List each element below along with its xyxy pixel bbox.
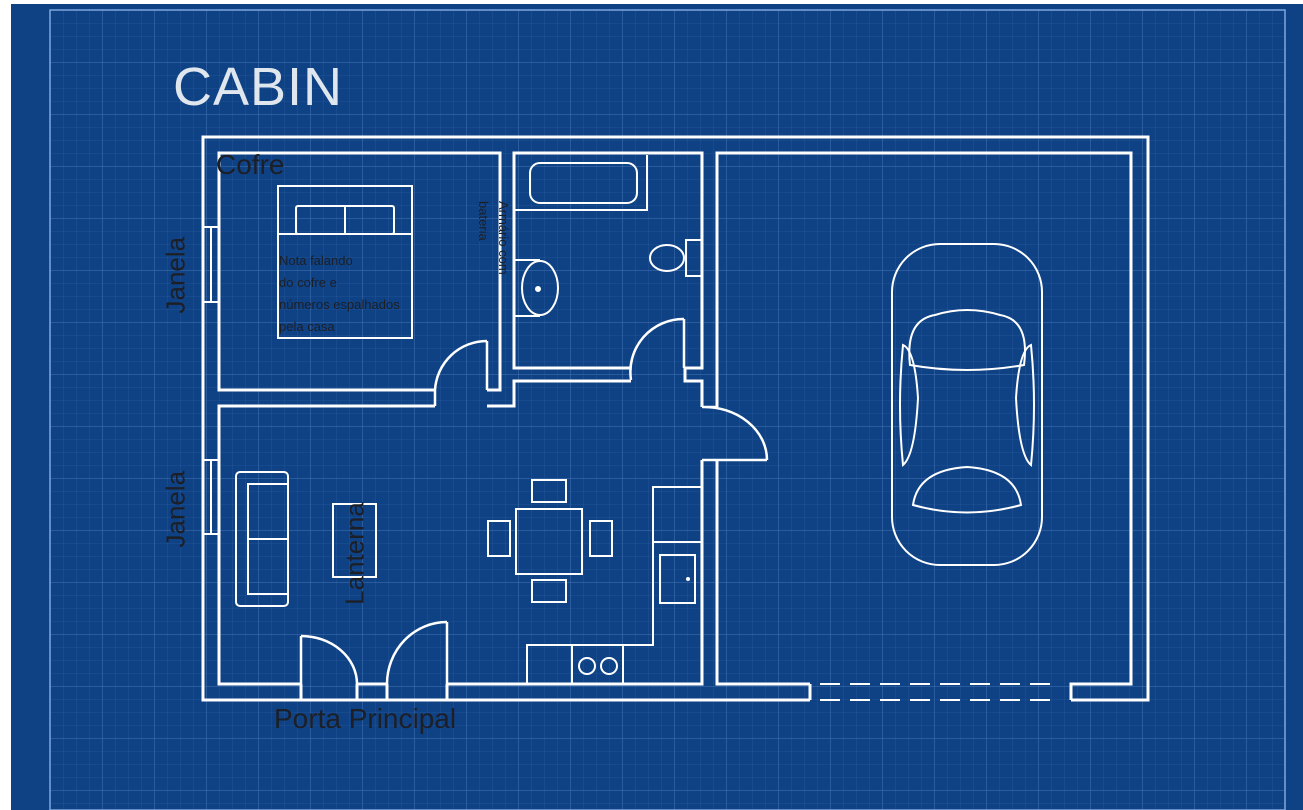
sofa <box>235 471 289 607</box>
bed <box>277 185 413 339</box>
nota-line: do cofre e <box>279 275 337 290</box>
plan-title: CABIN <box>173 57 344 117</box>
door-main-frame <box>299 684 449 700</box>
fridge-handle <box>686 577 690 581</box>
kitchen-counter <box>526 486 702 684</box>
hall-wall <box>487 368 687 408</box>
label-janela-top: Janela <box>160 236 191 314</box>
armario-line: Armário com <box>496 201 511 275</box>
top-panel-right <box>1233 0 1303 4</box>
label-porta-principal: Porta Principal <box>274 703 457 734</box>
door-bathroom <box>629 317 686 381</box>
nota-line: Nota falando <box>279 253 353 268</box>
door-garage <box>701 405 769 462</box>
garage-wall <box>715 151 1133 700</box>
label-cofre: Cofre <box>216 149 285 180</box>
armario-line: bateria <box>476 201 491 241</box>
toilet <box>649 239 703 277</box>
dining-table <box>487 479 613 603</box>
label-lanterna: Lanterna <box>339 502 370 605</box>
grid-border <box>49 9 1286 810</box>
coffee-table <box>332 503 377 578</box>
sink <box>514 259 559 317</box>
door-bedroom <box>433 339 489 406</box>
top-panel-left <box>0 0 318 4</box>
bedroom-wall <box>217 151 502 392</box>
car <box>891 243 1043 566</box>
living-wall <box>217 404 704 686</box>
door-main-left <box>299 634 359 685</box>
label-janela-bottom: Janela <box>160 470 191 548</box>
bathroom-wall <box>512 151 704 407</box>
grid-major <box>50 10 1285 810</box>
garage-door <box>820 683 1060 701</box>
window-top <box>203 226 219 303</box>
door-main-right <box>385 620 449 685</box>
bathtub <box>514 155 648 211</box>
nota-line: números espalhados <box>279 297 400 312</box>
nota-line: pela casa <box>279 319 335 334</box>
label-nota: Nota falando do cofre e números espalhad… <box>279 250 400 338</box>
label-armario: Armário com bateria <box>473 201 513 291</box>
window-bottom <box>203 459 219 535</box>
outer-wall <box>201 135 1150 702</box>
